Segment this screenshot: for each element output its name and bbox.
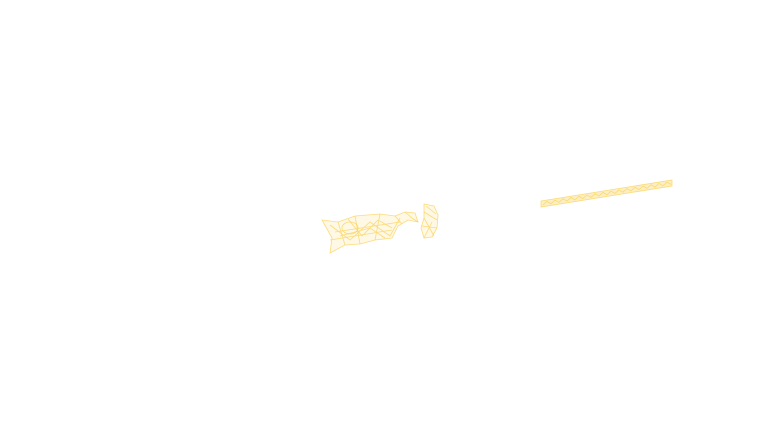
rifle-stock-mesh — [321, 211, 419, 254]
rifle-magazine-mesh — [420, 203, 439, 239]
rifle-barrel-mesh — [540, 179, 673, 208]
